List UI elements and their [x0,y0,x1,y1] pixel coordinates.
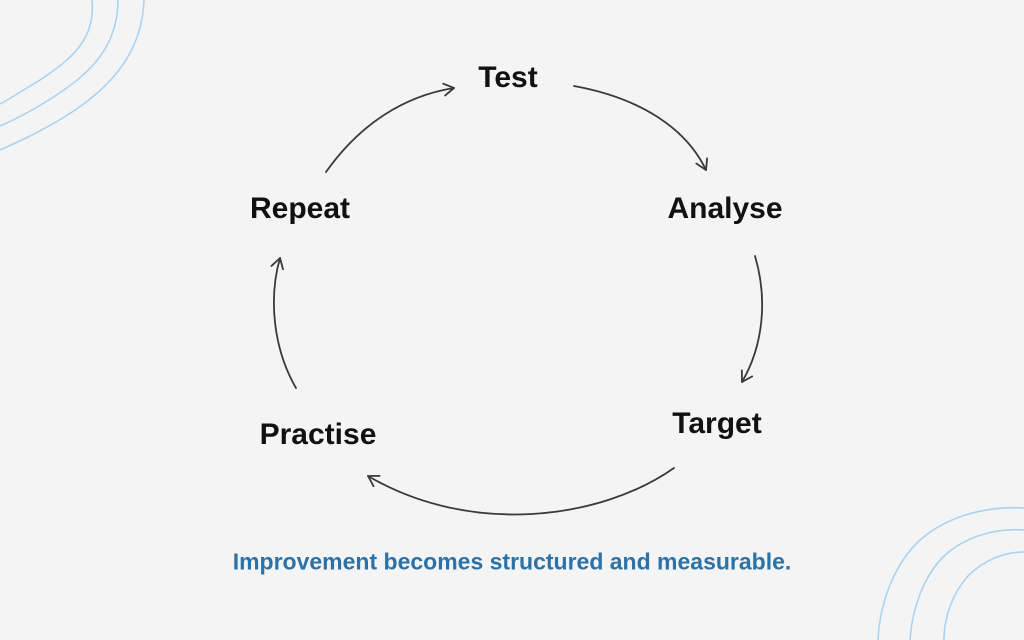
step-practise-label: Practise [259,418,377,451]
caption-text: Improvement becomes structured and measu… [232,548,792,575]
step-test-label: Test [478,61,538,94]
step-target-label: Target [672,407,762,440]
wave-decoration-bottom-right [877,506,1024,640]
arrow-analyse-to-target [740,255,763,383]
wave-decoration-top-left [0,0,145,151]
arrow-practise-to-repeat [270,257,297,389]
arrow-repeat-to-test [325,82,455,173]
step-repeat-label: Repeat [249,192,351,225]
arrow-target-to-practise [367,467,675,516]
arrow-test-to-analyse [573,85,709,171]
step-analyse-label: Analyse [667,192,783,225]
